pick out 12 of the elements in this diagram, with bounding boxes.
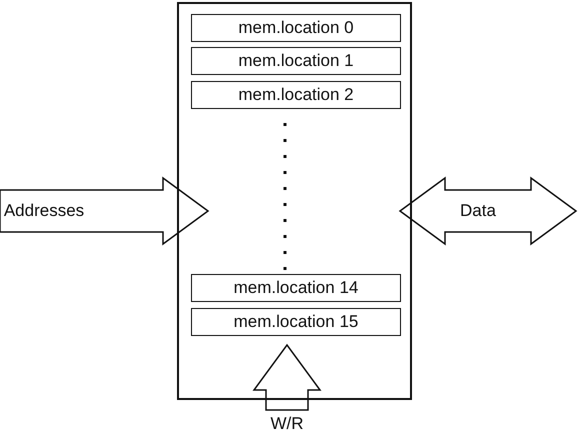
- block-arrow: [252, 344, 322, 411]
- memory-location-box: mem.location 15: [191, 308, 401, 336]
- memory-block: [177, 2, 412, 400]
- signal-label: Addresses: [2, 201, 86, 221]
- block-arrow: [398, 176, 578, 246]
- memory-location-box: mem.location 2: [191, 81, 401, 109]
- signal-label: W/R: [269, 414, 305, 434]
- memory-location-box: mem.location 0: [191, 14, 401, 42]
- memory-location-box: mem.location 14: [191, 274, 401, 302]
- block-arrow: [0, 176, 210, 246]
- signal-label: Data: [458, 201, 498, 221]
- memory-location-box: mem.location 1: [191, 47, 401, 75]
